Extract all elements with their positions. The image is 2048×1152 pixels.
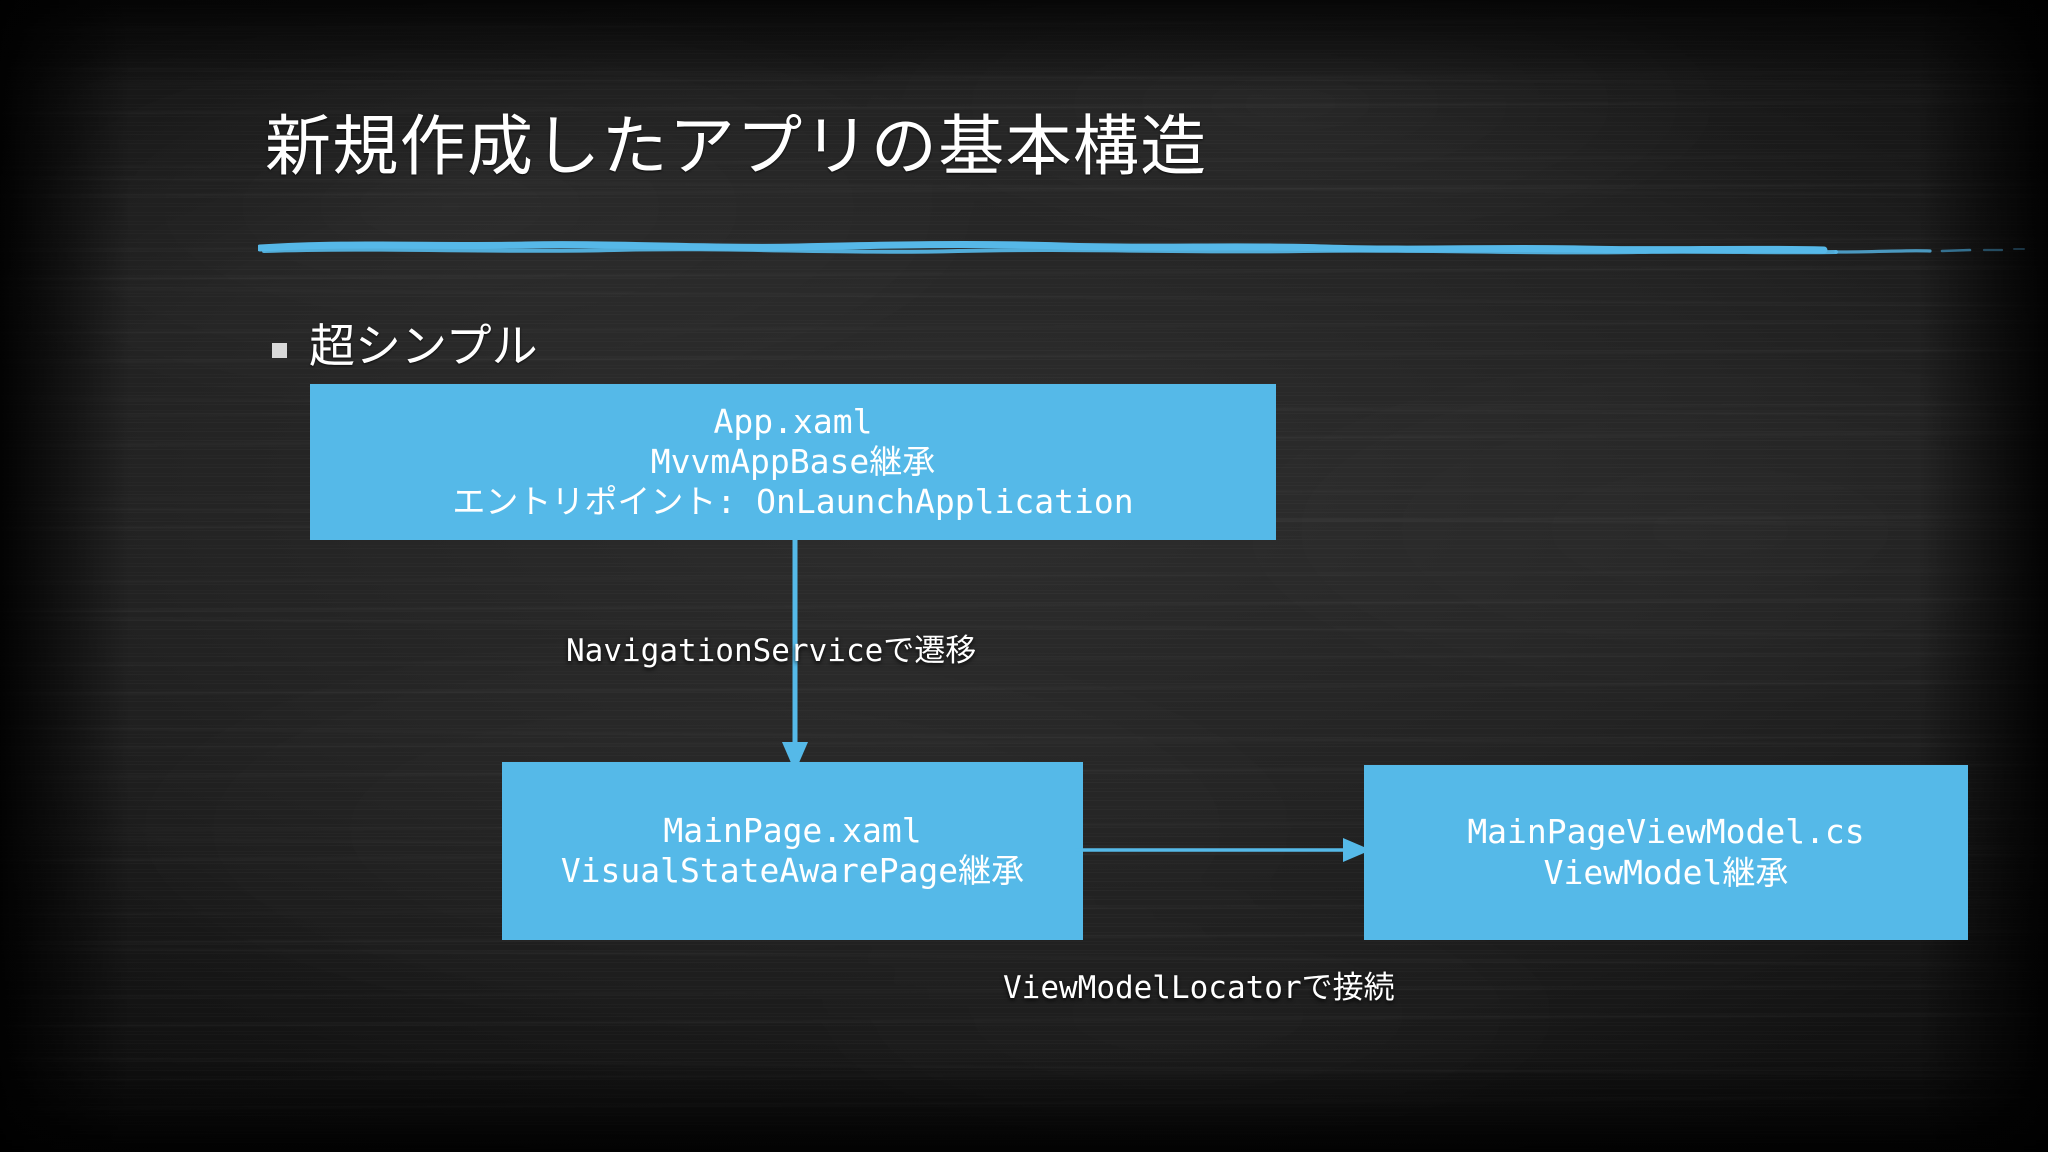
- box-line: VisualStateAwarePage継承: [560, 851, 1025, 890]
- diagram-box-app-xaml: App.xaml MvvmAppBase継承 エントリポイント: OnLaunc…: [310, 384, 1276, 540]
- connector-label-text: NavigationServiceで遷移: [566, 633, 977, 669]
- box-line: App.xaml: [713, 401, 873, 441]
- box-line: MainPageViewModel.cs: [1467, 812, 1865, 852]
- diagram-box-mainpage-viewmodel: MainPageViewModel.cs ViewModel継承: [1364, 765, 1968, 940]
- bullet-item: 超シンプル: [272, 321, 538, 373]
- diagram-box-mainpage-xaml: MainPage.xaml VisualStateAwarePage継承: [502, 762, 1083, 940]
- box-line: MvvmAppBase継承: [650, 441, 936, 481]
- box-line: MainPage.xaml: [663, 810, 922, 850]
- connector-label-text: ViewModelLocatorで接続: [1003, 970, 1395, 1006]
- connector-label-navigation-service: NavigationServiceで遷移: [566, 625, 976, 670]
- square-bullet-icon: [272, 342, 287, 358]
- connector-label-viewmodel-locator: ViewModelLocatorで接続: [1003, 962, 1395, 1007]
- slide-title: 新規作成したアプリの基本構造: [265, 111, 1208, 184]
- bullet-item-label: 超シンプル: [309, 321, 538, 372]
- box-line: エントリポイント: OnLaunchApplication: [452, 482, 1134, 522]
- box-line: ViewModel継承: [1543, 852, 1789, 892]
